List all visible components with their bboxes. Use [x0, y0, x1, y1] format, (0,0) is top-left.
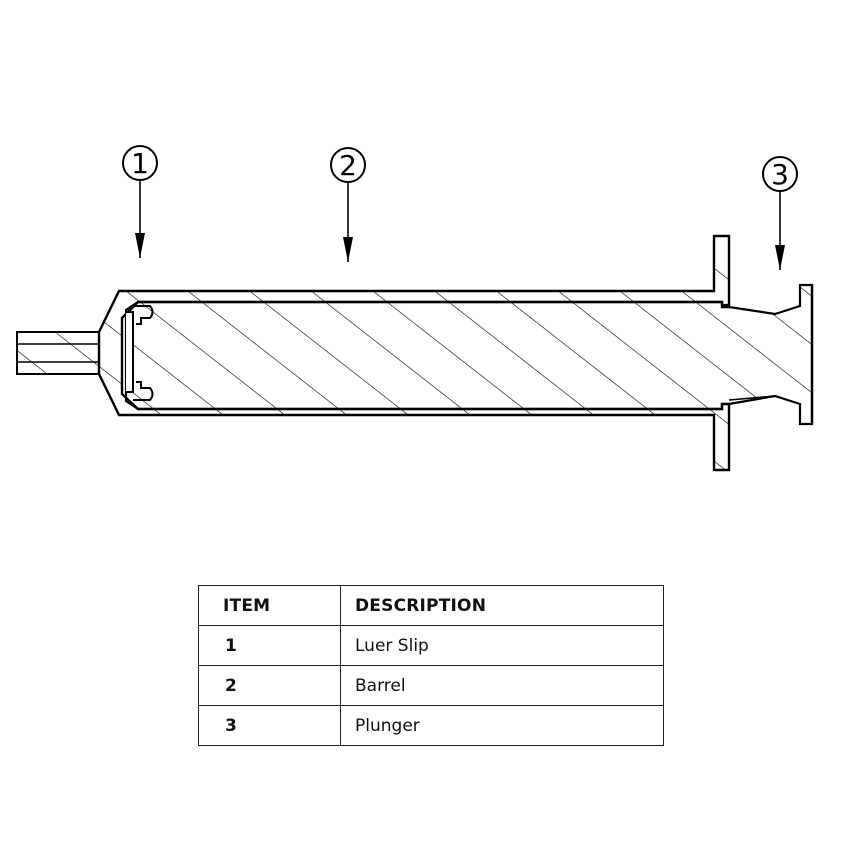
table-header-row: ITEM DESCRIPTION — [198, 585, 664, 626]
callout-3: 3 — [762, 156, 798, 270]
callout-1-number: 1 — [131, 147, 149, 180]
callout-1: 1 — [122, 145, 158, 258]
callout-3-number: 3 — [771, 158, 789, 191]
barrel — [97, 234, 731, 472]
parts-list-table: ITEM DESCRIPTION 1 Luer Slip 2 Barrel 3 … — [198, 585, 664, 746]
item-column-header: ITEM — [198, 585, 341, 626]
item-number-cell: 1 — [198, 625, 341, 666]
description-cell: Barrel — [340, 665, 664, 706]
table-row: 1 Luer Slip — [198, 625, 664, 666]
plunger — [124, 283, 814, 426]
description-cell: Plunger — [340, 705, 664, 746]
description-cell: Luer Slip — [340, 625, 664, 666]
luer-tip — [16, 331, 100, 375]
table-row: 2 Barrel — [198, 665, 664, 706]
table-row: 3 Plunger — [198, 705, 664, 746]
item-number-cell: 2 — [198, 665, 341, 706]
callout-2: 2 — [330, 147, 366, 262]
syringe-section-drawing: 1 2 3 — [16, 145, 814, 472]
description-column-header: DESCRIPTION — [340, 585, 664, 626]
callout-2-number: 2 — [339, 149, 357, 182]
item-number-cell: 3 — [198, 705, 341, 746]
